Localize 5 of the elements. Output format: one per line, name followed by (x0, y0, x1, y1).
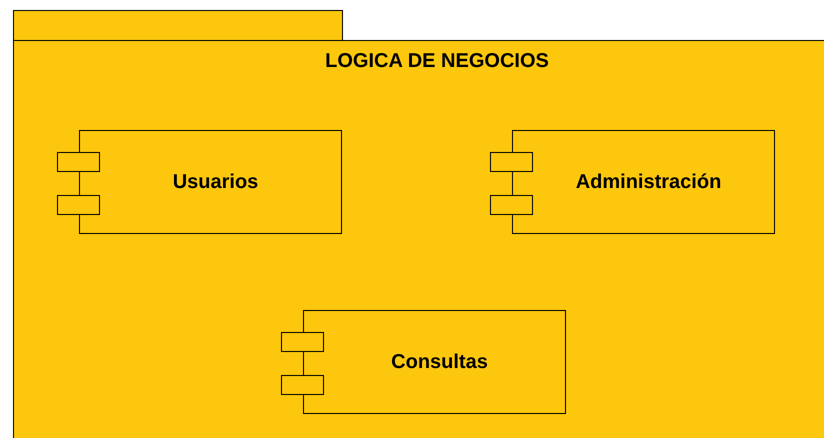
package-frame (13, 10, 824, 438)
component-label: Consultas (390, 350, 488, 374)
component-label: Administración (574, 170, 722, 194)
component-label: Usuarios (172, 170, 258, 194)
package-title: LOGICA DE NEGOCIOS (325, 50, 549, 73)
